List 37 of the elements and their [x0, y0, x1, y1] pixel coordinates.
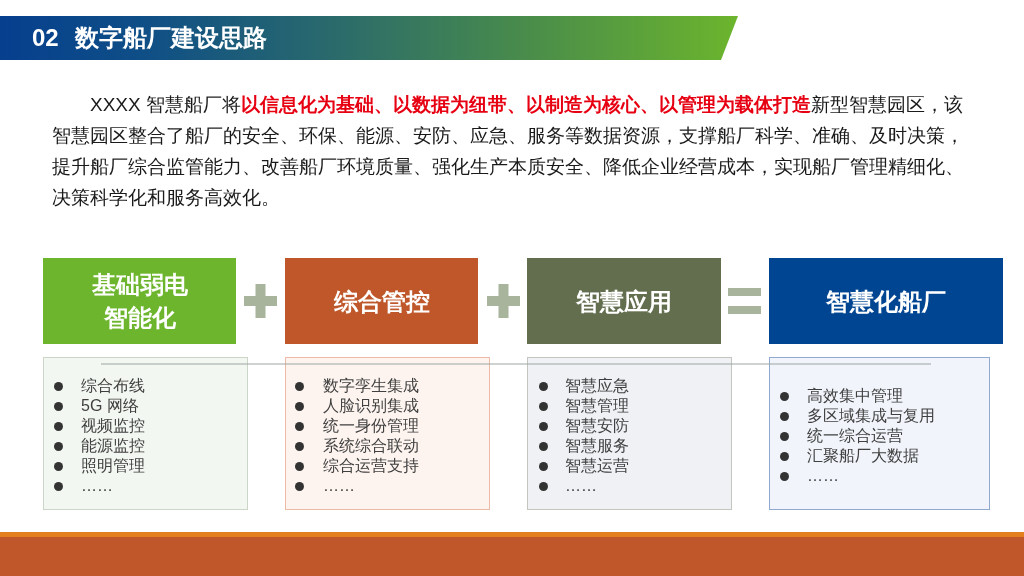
heading-box — [285, 258, 478, 344]
heading-box — [43, 258, 236, 344]
list-item: 统一身份管理 — [323, 416, 419, 436]
list-item: 统一综合运营 — [807, 426, 903, 446]
list-item: 智慧安防 — [565, 416, 629, 436]
title-text: 02 数字船厂建设思路 — [32, 23, 268, 53]
list-item: …… — [565, 476, 597, 496]
heading-box — [769, 258, 1003, 344]
list-item: 多区域集成与复用 — [807, 406, 935, 426]
list-item: 能源监控 — [81, 436, 145, 456]
list-box — [769, 357, 990, 510]
list-box — [43, 357, 248, 510]
list-item: 高效集中管理 — [807, 386, 903, 406]
list-item: 5G 网络 — [81, 396, 139, 416]
heading-text: 基础弱电智能化 — [90, 270, 189, 333]
list-item: 智慧管理 — [565, 396, 629, 416]
list-item: …… — [81, 476, 113, 496]
list-item: …… — [323, 476, 355, 496]
heading-text: 综合管控 — [333, 286, 430, 317]
heading-text: 智慧化船厂 — [826, 286, 946, 317]
list-item: 照明管理 — [81, 456, 145, 476]
list-item: 汇聚船厂大数据 — [807, 446, 919, 466]
list-item: 数字孪生集成 — [323, 376, 419, 396]
heading-box — [527, 258, 721, 344]
list-box — [527, 357, 732, 510]
list-item: 智慧服务 — [565, 436, 629, 456]
heading-text: 智慧应用 — [576, 286, 672, 317]
list-box — [285, 357, 490, 510]
intro-paragraph: XXXX 智慧船厂将以信息化为基础、以数据为纽带、以制造为核心、以管理为载体打造新型智慧园区，该智慧园区整合了船厂的安全、环保、能源、安防、应急、服务等数据资源，支撑船厂科学、准确、及时决策，提升船厂综合监管能力、改善船厂环境质量、强化生产本质安全、降低企业经营成本，实现船厂管理精细化、决策科学化和服务高效化。 — [52, 93, 965, 210]
list-item: 综合布线 — [81, 376, 145, 396]
list-item: 智慧运营 — [565, 456, 629, 476]
list-item: 综合运营支持 — [323, 456, 419, 476]
list-item: 系统综合联动 — [323, 436, 419, 456]
list-item: 视频监控 — [81, 416, 145, 436]
list-item: 智慧应急 — [565, 376, 629, 396]
list-item: 人脸识别集成 — [323, 396, 419, 416]
list-item: …… — [807, 466, 839, 486]
